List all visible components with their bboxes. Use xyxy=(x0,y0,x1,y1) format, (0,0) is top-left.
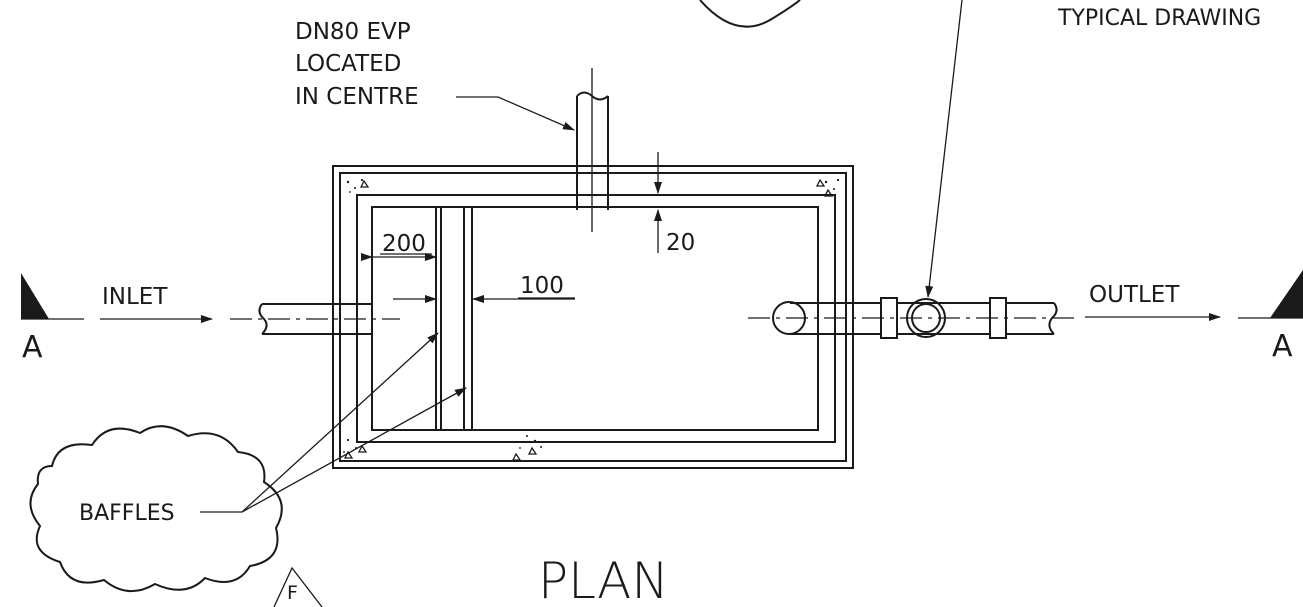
dim-100-label: 100 xyxy=(520,273,564,299)
evp-callout-line-3: IN CENTRE xyxy=(295,84,419,110)
concrete-hatch xyxy=(343,178,840,461)
plan-title: PLAN xyxy=(538,552,669,607)
typical-drawing-label: TYPICAL DRAWING xyxy=(1057,6,1261,31)
baffle-walls xyxy=(435,207,473,430)
dim-200-label: 200 xyxy=(382,231,426,257)
section-marker-right: A xyxy=(1238,270,1303,364)
section-marker-left: A xyxy=(21,273,84,365)
evp-callout: DN80 EVP LOCATED IN CENTRE xyxy=(295,19,575,131)
evp-callout-line-2: LOCATED xyxy=(295,51,401,77)
inlet-label: INLET xyxy=(102,284,168,310)
inlet-pipe xyxy=(230,303,400,335)
tank-body xyxy=(332,165,854,469)
outlet-pipe xyxy=(748,297,1075,339)
evp-callout-line-1: DN80 EVP xyxy=(295,19,411,45)
section-mark-left: A xyxy=(22,330,43,365)
outlet-label: OUTLET xyxy=(1089,282,1180,308)
dimension-lines xyxy=(361,152,662,303)
revision-marker-label: F xyxy=(287,582,298,604)
section-mark-right: A xyxy=(1272,329,1293,364)
baffles-cloud: BAFFLES xyxy=(29,332,467,592)
dim-20-label: 20 xyxy=(666,230,695,256)
evp-pipe xyxy=(576,68,609,232)
baffles-label: BAFFLES xyxy=(79,501,175,526)
top-circle-partial xyxy=(699,0,801,28)
revision-triangle: F xyxy=(273,566,323,607)
